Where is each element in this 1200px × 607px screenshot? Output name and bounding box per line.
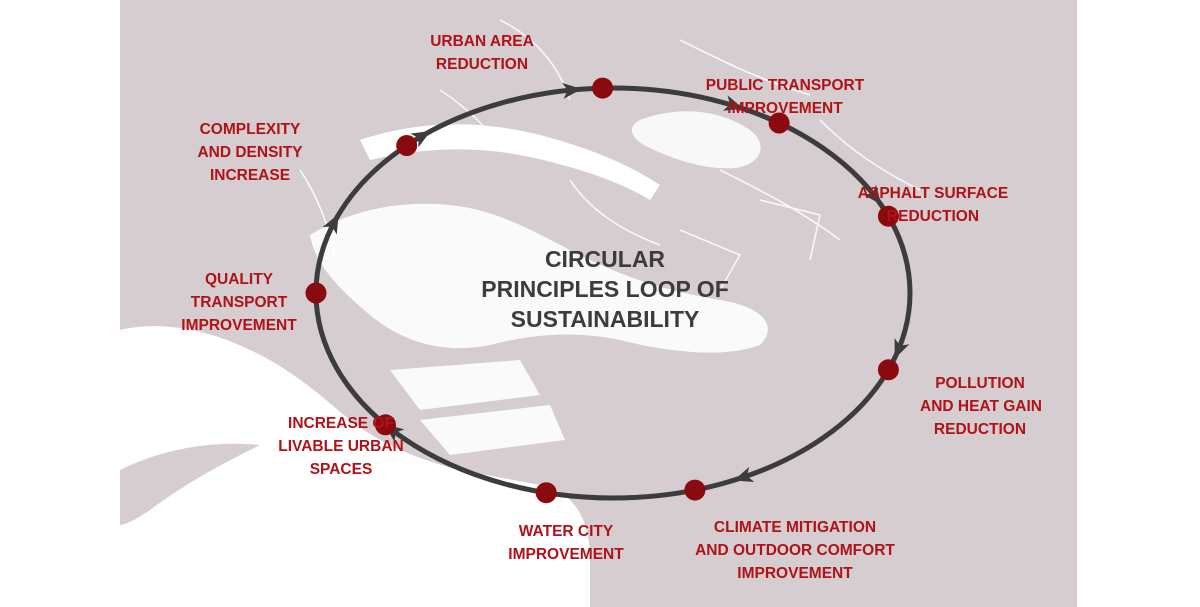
label-line: AND DENSITY bbox=[197, 144, 303, 161]
river-channel bbox=[360, 124, 660, 200]
node-climate-mitigation-outdoor-comfort bbox=[684, 479, 706, 501]
label-line: WATER CITY bbox=[518, 523, 614, 540]
label-line: TRANSPORT bbox=[190, 294, 288, 311]
label-line: REDUCTION bbox=[886, 208, 980, 225]
sea-area bbox=[120, 326, 590, 607]
estuary-area bbox=[310, 203, 768, 353]
flow-arrow-icon bbox=[410, 130, 431, 148]
flow-arrow-icon bbox=[322, 214, 339, 235]
label-climate-mitigation-outdoor-comfort: CLIMATE MITIGATION AND OUTDOOR COMFORT I… bbox=[688, 516, 902, 585]
label-asphalt-surface-reduction: ASPHALT SURFACE REDUCTION bbox=[843, 182, 1023, 228]
label-line: URBAN AREA bbox=[430, 33, 534, 50]
node-pollution-heat-gain-reduction bbox=[877, 359, 899, 381]
node-public-transport-improvement bbox=[768, 112, 790, 134]
harbor-basins bbox=[390, 360, 565, 455]
node-complexity-density-increase bbox=[396, 135, 418, 156]
label-public-transport-improvement: PUBLIC TRANSPORT IMPROVEMENT bbox=[690, 74, 880, 120]
label-line: IMPROVEMENT bbox=[727, 100, 843, 117]
title-line-2: PRINCIPLES LOOP OF bbox=[481, 276, 729, 302]
label-line: POLLUTION bbox=[935, 375, 1025, 392]
label-line: IMPROVEMENT bbox=[737, 565, 853, 582]
diagram-title: CIRCULAR PRINCIPLES LOOP OF SUSTAINABILI… bbox=[440, 244, 770, 334]
label-line: PUBLIC TRANSPORT bbox=[705, 77, 865, 94]
label-line: IMPROVEMENT bbox=[181, 317, 297, 334]
label-line: CLIMATE MITIGATION bbox=[713, 519, 877, 536]
label-line: INCREASE OF bbox=[288, 415, 394, 432]
flow-arrow-icon bbox=[733, 466, 755, 483]
label-complexity-density-increase: COMPLEXITY AND DENSITY INCREASE bbox=[180, 118, 320, 187]
label-line: AND OUTDOOR COMFORT bbox=[695, 542, 895, 559]
label-line: ASPHALT SURFACE bbox=[857, 185, 1009, 202]
label-water-city-improvement: WATER CITY IMPROVEMENT bbox=[494, 520, 638, 566]
label-urban-area-reduction: URBAN AREA REDUCTION bbox=[412, 30, 552, 76]
map-background bbox=[120, 0, 1077, 607]
flow-arrow-icon bbox=[863, 184, 882, 205]
coastal-strip bbox=[120, 443, 260, 525]
inland-water bbox=[631, 111, 761, 169]
node-increase-livable-urban-spaces bbox=[375, 414, 396, 436]
district-boundaries bbox=[299, 19, 921, 291]
label-line: AND HEAT GAIN bbox=[920, 398, 1042, 415]
label-line: COMPLEXITY bbox=[199, 121, 301, 138]
flow-arrow-icon bbox=[722, 95, 744, 111]
label-line: INCREASE bbox=[209, 167, 291, 184]
label-increase-livable-urban-spaces: INCREASE OF LIVABLE URBAN SPACES bbox=[266, 412, 416, 481]
title-line-3: SUSTAINABILITY bbox=[510, 306, 700, 332]
label-line: REDUCTION bbox=[435, 56, 529, 73]
node-urban-area-reduction bbox=[592, 77, 614, 99]
label-line: REDUCTION bbox=[933, 421, 1027, 438]
label-line: IMPROVEMENT bbox=[508, 546, 624, 563]
label-line: SPACES bbox=[309, 461, 373, 478]
node-quality-transport-improvement bbox=[305, 282, 327, 304]
label-line: QUALITY bbox=[204, 271, 274, 288]
label-pollution-heat-gain-reduction: POLLUTION AND HEAT GAIN REDUCTION bbox=[920, 372, 1042, 441]
flow-arrow-icon bbox=[561, 82, 582, 99]
title-line-1: CIRCULAR bbox=[544, 246, 666, 272]
map-shapes bbox=[120, 19, 921, 607]
node-water-city-improvement bbox=[535, 482, 557, 504]
label-line: LIVABLE URBAN bbox=[278, 438, 404, 455]
node-asphalt-surface-reduction bbox=[877, 205, 899, 227]
flow-arrow-icon bbox=[894, 338, 910, 359]
label-quality-transport-improvement: QUALITY TRANSPORT IMPROVEMENT bbox=[165, 268, 313, 337]
